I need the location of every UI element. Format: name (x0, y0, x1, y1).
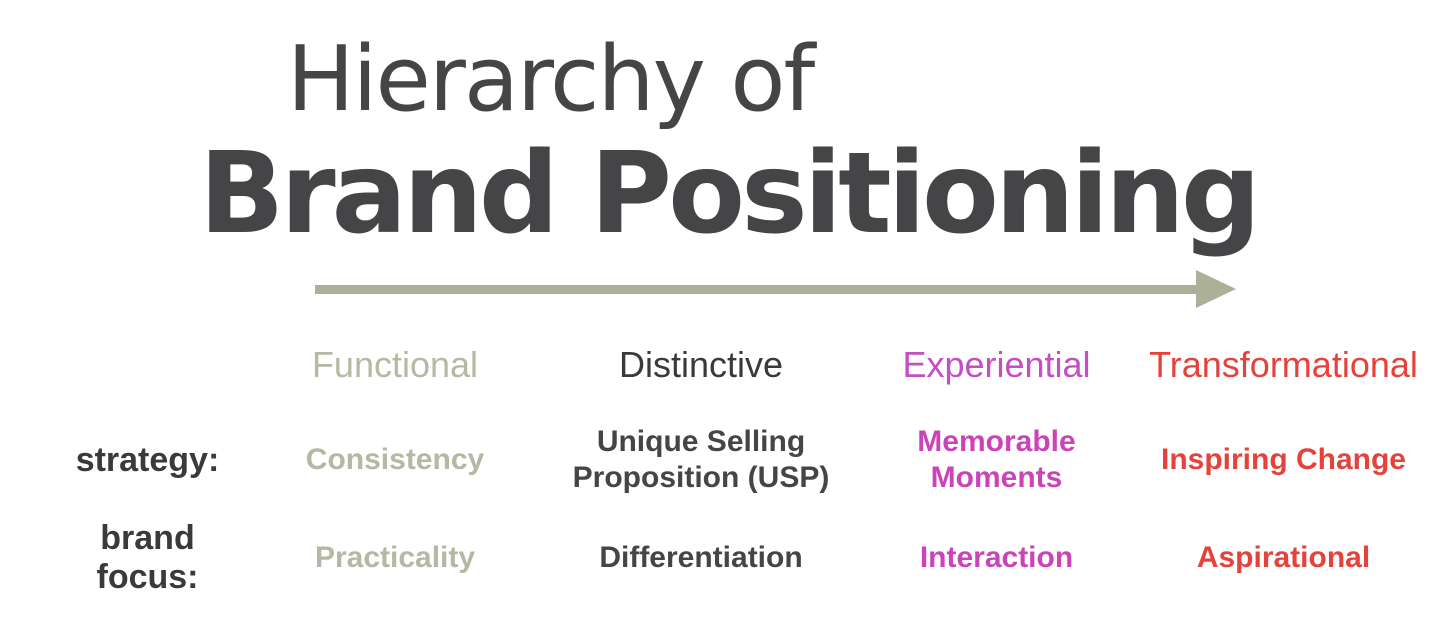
column-header-experiential: Experiential (902, 344, 1091, 385)
column-header-distinctive: Distinctive (618, 344, 784, 385)
row-label-brand-focus: brand focus: (96, 518, 199, 596)
strategy-value-transformational: Inspiring Change (1160, 443, 1406, 476)
page-title-line-2: Brand Positioning (198, 129, 1261, 259)
right-arrow-icon (1196, 270, 1236, 308)
page-title-line-1: Hierarchy of (286, 27, 815, 132)
brand-focus-value-experiential: Interaction (919, 540, 1074, 574)
strategy-value-experiential: Memorable Moments (917, 425, 1076, 494)
positioning-matrix: Functional Distinctive Experiential Tran… (0, 325, 1456, 600)
brand-focus-value-transformational: Aspirational (1196, 540, 1371, 574)
row-label-strategy: strategy: (75, 440, 220, 479)
brand-focus-value-functional: Practicality (314, 540, 476, 574)
column-header-transformational: Transformational (1149, 344, 1418, 385)
brand-focus-value-distinctive: Differentiation (599, 540, 803, 574)
strategy-value-functional: Consistency (305, 443, 485, 476)
progression-arrow-shaft (315, 285, 1198, 294)
column-header-functional: Functional (311, 344, 479, 385)
strategy-value-distinctive: Unique Selling Proposition (USP) (572, 425, 830, 494)
header-row-spacer (0, 325, 240, 405)
